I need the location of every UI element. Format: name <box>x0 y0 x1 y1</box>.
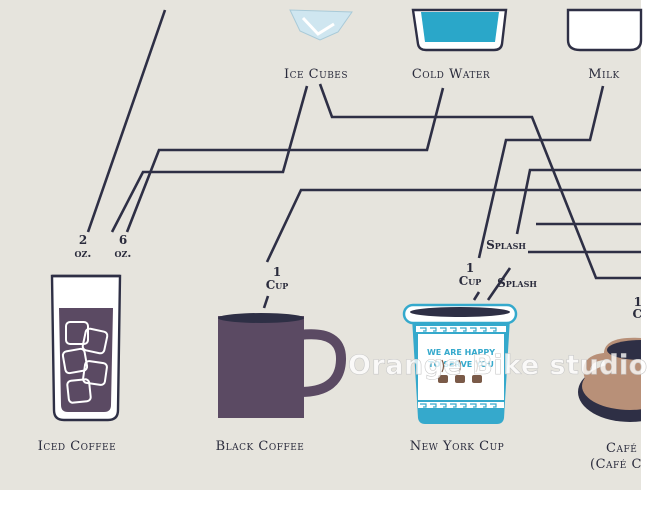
qty-splash-a: Splash <box>486 238 526 252</box>
milk-glass-icon <box>566 8 643 52</box>
qty-iced-6: 6 <box>119 233 127 247</box>
qty-ny-1: 1 <box>466 261 474 275</box>
cold-water-glass-icon <box>411 8 508 52</box>
ingredient-label-cold-water: Cold Water <box>412 67 490 82</box>
drink-label-cafe: Café <box>606 441 637 456</box>
ice-cubes-icon <box>289 9 353 41</box>
cafe-cup-icon <box>578 300 655 500</box>
line-ice-to-iced <box>110 85 309 233</box>
line-ny-tick <box>472 291 481 301</box>
connector-lines <box>86 9 641 309</box>
black-coffee-mug-icon <box>218 313 346 418</box>
line-right-to-black <box>265 188 641 263</box>
qty-black-1: 1 <box>273 265 281 279</box>
line-black-tick <box>262 295 270 309</box>
new-york-cup-icon: WE ARE HAPPY TO SERVE YOU <box>402 303 518 424</box>
drink-label-new-york-cup: New York Cup <box>410 439 505 454</box>
iced-coffee-glass-icon <box>50 274 122 422</box>
ingredient-label-ice-cubes: Ice Cubes <box>284 67 348 82</box>
drink-label-black-coffee: Black Coffee <box>216 439 305 454</box>
qty-iced-6-unit: oz. <box>115 246 132 260</box>
watermark-text: Orange Bike studio <box>348 350 648 381</box>
qty-iced-2-unit: oz. <box>75 246 92 260</box>
line-ice-to-right <box>318 83 641 280</box>
ingredient-label-milk: Milk <box>588 67 620 82</box>
line-water-to-iced <box>125 87 445 233</box>
qty-cafe-unit: C <box>632 307 642 321</box>
drink-label-iced-coffee: Iced Coffee <box>38 439 116 454</box>
line-milk-to-ny <box>477 85 605 259</box>
cup-print-line1: WE ARE HAPPY <box>427 348 495 357</box>
line-right-splash-a <box>515 168 641 235</box>
drink-label-cafe-sub: (Café C <box>590 457 642 472</box>
qty-black-unit: Cup <box>266 278 289 292</box>
qty-iced-2: 2 <box>79 233 87 247</box>
qty-splash-b: Splash <box>497 276 537 290</box>
line-top-to-iced <box>86 9 167 233</box>
line-splash-b-to-ny <box>486 267 512 301</box>
qty-cafe-1: 1 <box>634 295 642 309</box>
qty-ny-unit: Cup <box>459 274 482 288</box>
